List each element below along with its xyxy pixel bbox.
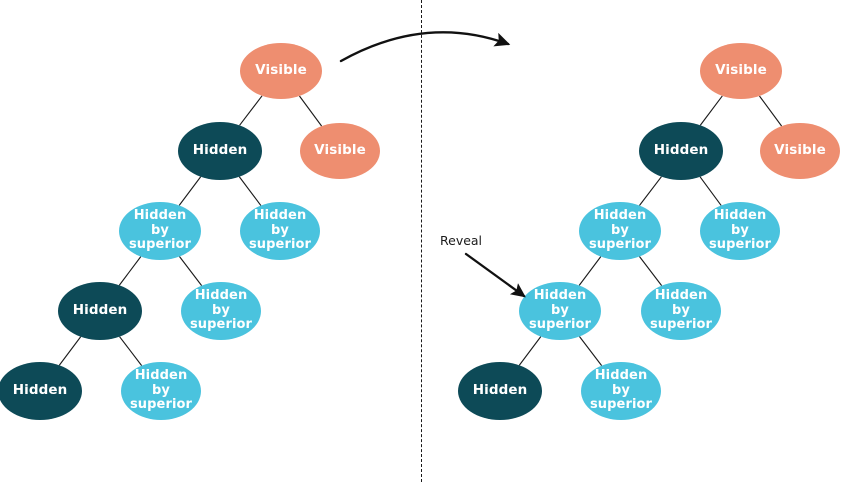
tree-node-label: Hidden by superior (649, 288, 713, 333)
tree-node-hiddenby[interactable]: Hidden by superior (581, 362, 661, 420)
tree-node-label: Hidden by superior (128, 208, 192, 253)
tree-node-label: Hidden (653, 142, 709, 159)
tree-node-label: Hidden by superior (589, 368, 653, 413)
tree-node-label: Hidden by superior (129, 368, 193, 413)
tree-node-hidden[interactable]: Hidden (458, 362, 542, 420)
tree-node-hiddenby[interactable]: Hidden by superior (121, 362, 201, 420)
tree-node-label: Visible (255, 62, 307, 79)
tree-node-label: Hidden (192, 142, 248, 159)
tree-node-hiddenby[interactable]: Hidden by superior (700, 202, 780, 260)
tree-node-hiddenby-revealed[interactable]: Hidden by superior (519, 282, 601, 340)
tree-node-hidden[interactable]: Hidden (0, 362, 82, 420)
tree-node-label: Hidden by superior (248, 208, 312, 253)
tree-node-hiddenby[interactable]: Hidden by superior (641, 282, 721, 340)
tree-node-hiddenby[interactable]: Hidden by superior (579, 202, 661, 260)
tree-node-visible[interactable]: Visible (760, 123, 840, 179)
tree-node-label: Hidden by superior (708, 208, 772, 253)
tree-node-label: Hidden (12, 382, 68, 399)
panel-divider-dashed-line (421, 0, 422, 482)
tree-node-hidden[interactable]: Hidden (639, 122, 723, 180)
tree-node-label: Hidden (72, 302, 128, 319)
reveal-annotation-label: Reveal (440, 233, 483, 248)
tree-node-visible[interactable]: Visible (700, 43, 782, 99)
tree-node-hidden[interactable]: Hidden (178, 122, 262, 180)
tree-node-label: Hidden (472, 382, 528, 399)
tree-node-label: Visible (314, 142, 366, 159)
tree-node-label: Hidden by superior (588, 208, 652, 253)
tree-node-label: Visible (774, 142, 826, 159)
tree-node-hiddenby[interactable]: Hidden by superior (240, 202, 320, 260)
tree-node-hiddenby[interactable]: Hidden by superior (119, 202, 201, 260)
tree-node-visible[interactable]: Visible (300, 123, 380, 179)
tree-node-label: Hidden by superior (528, 288, 592, 333)
tree-node-hiddenby[interactable]: Hidden by superior (181, 282, 261, 340)
tree-node-hidden[interactable]: Hidden (58, 282, 142, 340)
tree-node-label: Hidden by superior (189, 288, 253, 333)
tree-node-visible[interactable]: Visible (240, 43, 322, 99)
tree-node-label: Visible (715, 62, 767, 79)
